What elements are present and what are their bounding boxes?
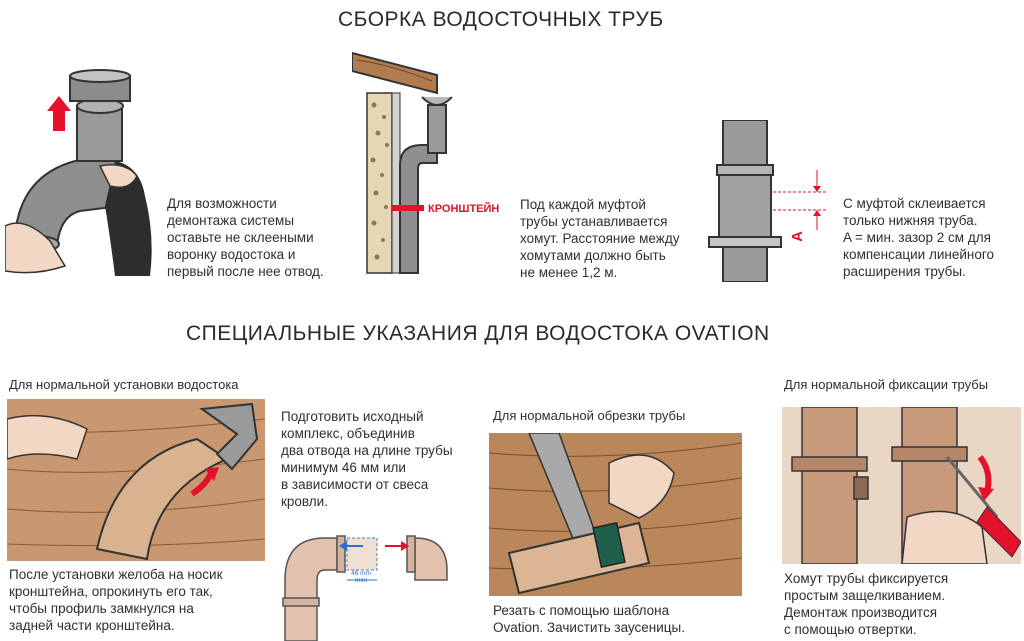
panel3-caption: Для нормальной обрезки трубы: [493, 408, 686, 423]
panel4-text: Хомут трубы фиксируется простым защелкив…: [784, 571, 949, 637]
dimension-label: 46 mm mini: [351, 570, 371, 584]
illustration-pipe-cutting: [489, 433, 742, 596]
panel4-caption: Для нормальной фиксации трубы: [784, 377, 989, 392]
section-title-ovation: СПЕЦИАЛЬНЫЕ УКАЗАНИЯ ДЛЯ ВОДОСТОКА OVATI…: [186, 322, 770, 345]
illustration-pipe-coupling: [705, 120, 830, 282]
illustration-elbow-join: [275, 510, 455, 641]
bracket-label: КРОНШТЕЙН: [428, 203, 500, 215]
panel1-caption: Для нормальной установки водостока: [9, 377, 239, 392]
panel2-text: Подготовить исходный комплекс, объединив…: [281, 409, 453, 509]
illustration-elbow-assembly: [5, 66, 155, 281]
step3-text: С муфтой склеивается только нижняя труба…: [843, 196, 994, 279]
illustration-wall-bracket: [352, 45, 467, 280]
step2-text: Под каждой муфтой трубы устанавливается …: [520, 197, 680, 280]
illustration-gutter-install: [7, 399, 265, 561]
panel3-text: Резать с помощью шаблона Ovation. Зачист…: [493, 603, 685, 635]
section-title-assembly: СБОРКА ВОДОСТОЧНЫХ ТРУБ: [338, 8, 664, 31]
step1-text: Для возможности демонтажа системы оставь…: [167, 196, 324, 279]
panel1-text: После установки желоба на носик кронштей…: [9, 567, 223, 633]
illustration-pipe-clamp: [782, 407, 1021, 564]
gap-label: A: [788, 231, 806, 242]
